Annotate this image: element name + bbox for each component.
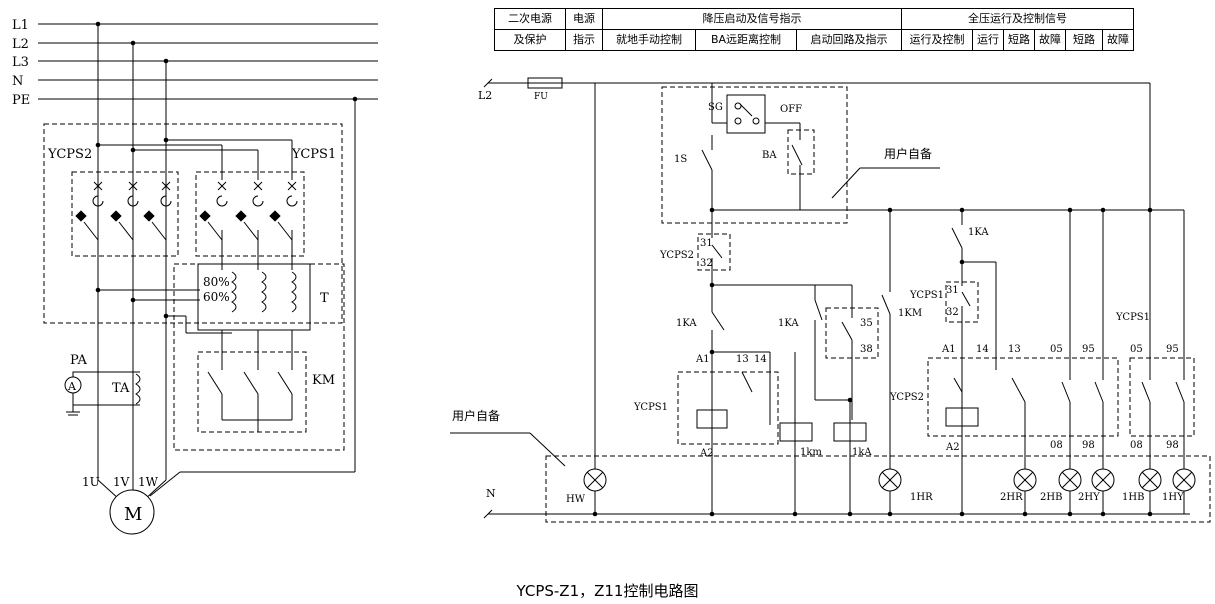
fu-label: FU	[534, 92, 548, 102]
bus-label-pe: PE	[12, 93, 30, 108]
hw-label: HW	[566, 494, 586, 505]
table-cell-ba-remote: BA远距离控制	[695, 29, 797, 51]
table-cell-reduced-start: 降压启动及信号指示	[602, 8, 902, 30]
sg-selector	[726, 94, 766, 134]
ka1-label: 1KA	[676, 318, 697, 329]
n-label: N	[486, 487, 496, 500]
table-cell-fault-2: 故障	[1102, 29, 1134, 51]
km-label: KM	[312, 373, 335, 388]
ka-coil-label: 1kA	[852, 447, 872, 458]
t14-label: 14	[754, 354, 767, 365]
a1-label: A1	[695, 354, 710, 365]
b-a1-label: A1	[941, 344, 956, 355]
table-cell-start-loop: 启动回路及指示	[796, 29, 902, 51]
table-cell-run-control: 运行及控制	[901, 29, 973, 51]
table-cell-protection: 及保护	[494, 29, 566, 51]
main-circuit: L1 L2 L3 N PE YCPS2 YCPS1	[12, 18, 378, 535]
km-contactor	[207, 371, 293, 432]
bus-label-l3: L3	[12, 55, 29, 70]
table-cell-short-2: 短路	[1065, 29, 1103, 51]
ka2-label: 1KA	[778, 318, 799, 329]
km-contact-label: 1KM	[898, 308, 922, 319]
b-14-label: 14	[976, 344, 989, 355]
user-supply-top: 用户自备	[884, 146, 932, 161]
ammeter-label: PA	[70, 353, 88, 368]
b-95-label: 95	[1082, 344, 1095, 355]
hb1-label: 1HB	[1122, 492, 1144, 503]
table-cell-short-1: 短路	[1003, 29, 1035, 51]
c-05-label: 05	[1130, 344, 1143, 355]
hy2-label: 2HY	[1078, 492, 1100, 503]
bus-bars	[38, 23, 378, 100]
ba-label: BA	[762, 150, 777, 161]
tap-60-label: 60%	[203, 290, 230, 304]
c32-label: 32	[700, 258, 713, 269]
a2-label: A2	[699, 448, 714, 459]
bus-label-l1: L1	[12, 18, 29, 33]
ycps2-coil-label: YCPS2	[889, 392, 924, 403]
autotransformer	[197, 263, 311, 331]
bus-label-l2: L2	[12, 37, 29, 52]
bus-label-n: N	[12, 74, 23, 89]
b-98-label: 98	[1082, 440, 1095, 451]
control-circuit: L2 FU N HW 用户自备 SG OFF 1S	[450, 77, 1211, 523]
c31-label: 31	[700, 238, 713, 249]
b-a2-label: A2	[945, 442, 960, 453]
ycps1-contact-label: YCPS1	[909, 290, 944, 301]
table-cell-fault-1: 故障	[1034, 29, 1066, 51]
table-cell-local-manual: 就地手动控制	[602, 29, 696, 51]
hb2-label: 2HB	[1040, 492, 1062, 503]
diagram-caption: YCPS-Z1，Z11控制电路图	[516, 582, 699, 600]
ycps1-coil-label: YCPS1	[633, 402, 668, 413]
t13-label: 13	[736, 354, 749, 365]
c-98-label: 98	[1166, 440, 1179, 451]
ka-coil	[833, 422, 867, 442]
d31-label: 31	[946, 285, 959, 296]
b-05-label: 05	[1050, 344, 1063, 355]
ka3-label: 1KA	[968, 227, 989, 238]
motor-label: M	[124, 504, 142, 525]
ycps2-label: YCPS2	[47, 147, 92, 162]
fuse	[527, 77, 563, 89]
ct-label: TA	[112, 381, 130, 396]
table-cell-run: 运行	[972, 29, 1004, 51]
b-13-label: 13	[1008, 344, 1021, 355]
transformer-label: T	[320, 291, 329, 306]
s1-label: 1S	[674, 154, 687, 165]
ycps1-breaker	[199, 181, 298, 241]
terminal-1v: 1V	[113, 475, 130, 489]
ycps1-coil	[696, 409, 728, 429]
hr1-label: 1HR	[910, 492, 933, 503]
l2-label: L2	[478, 89, 492, 102]
function-table: 二次电源 电源 降压启动及信号指示 全压运行及控制信号 及保护 指示 就地手动控…	[494, 8, 1134, 51]
d32-label: 32	[946, 307, 959, 318]
tap-80-label: 80%	[203, 275, 230, 289]
ycps1-right-label: YCPS1	[1115, 312, 1150, 323]
ammeter-symbol-label: A	[67, 380, 77, 393]
ycps2-coil	[945, 407, 979, 427]
terminal-1u: 1U	[82, 475, 100, 489]
table-cell-secondary-power: 二次电源	[494, 8, 566, 30]
km-coil	[779, 422, 813, 442]
c-08-label: 08	[1130, 440, 1143, 451]
hr2-label: 2HR	[1000, 492, 1023, 503]
c-95-label: 95	[1166, 344, 1179, 355]
table-cell-indication: 指示	[565, 29, 603, 51]
b-08-label: 08	[1050, 440, 1063, 451]
ycps2-breaker	[75, 181, 172, 241]
t35-label: 35	[860, 318, 873, 329]
motor-symbol	[109, 489, 155, 535]
user-supply-left: 用户自备	[452, 408, 500, 423]
table-cell-full-voltage: 全压运行及控制信号	[901, 8, 1134, 30]
km-coil-label: 1km	[800, 447, 822, 458]
ycps1-label: YCPS1	[291, 147, 336, 162]
terminal-1w: 1W	[138, 475, 159, 489]
hy1-label: 1HY	[1162, 492, 1184, 503]
sg-label: SG	[708, 102, 723, 113]
ycps2-contact-label: YCPS2	[659, 250, 694, 261]
off-label: OFF	[780, 104, 802, 115]
table-cell-power: 电源	[565, 8, 603, 30]
t38-label: 38	[860, 344, 873, 355]
